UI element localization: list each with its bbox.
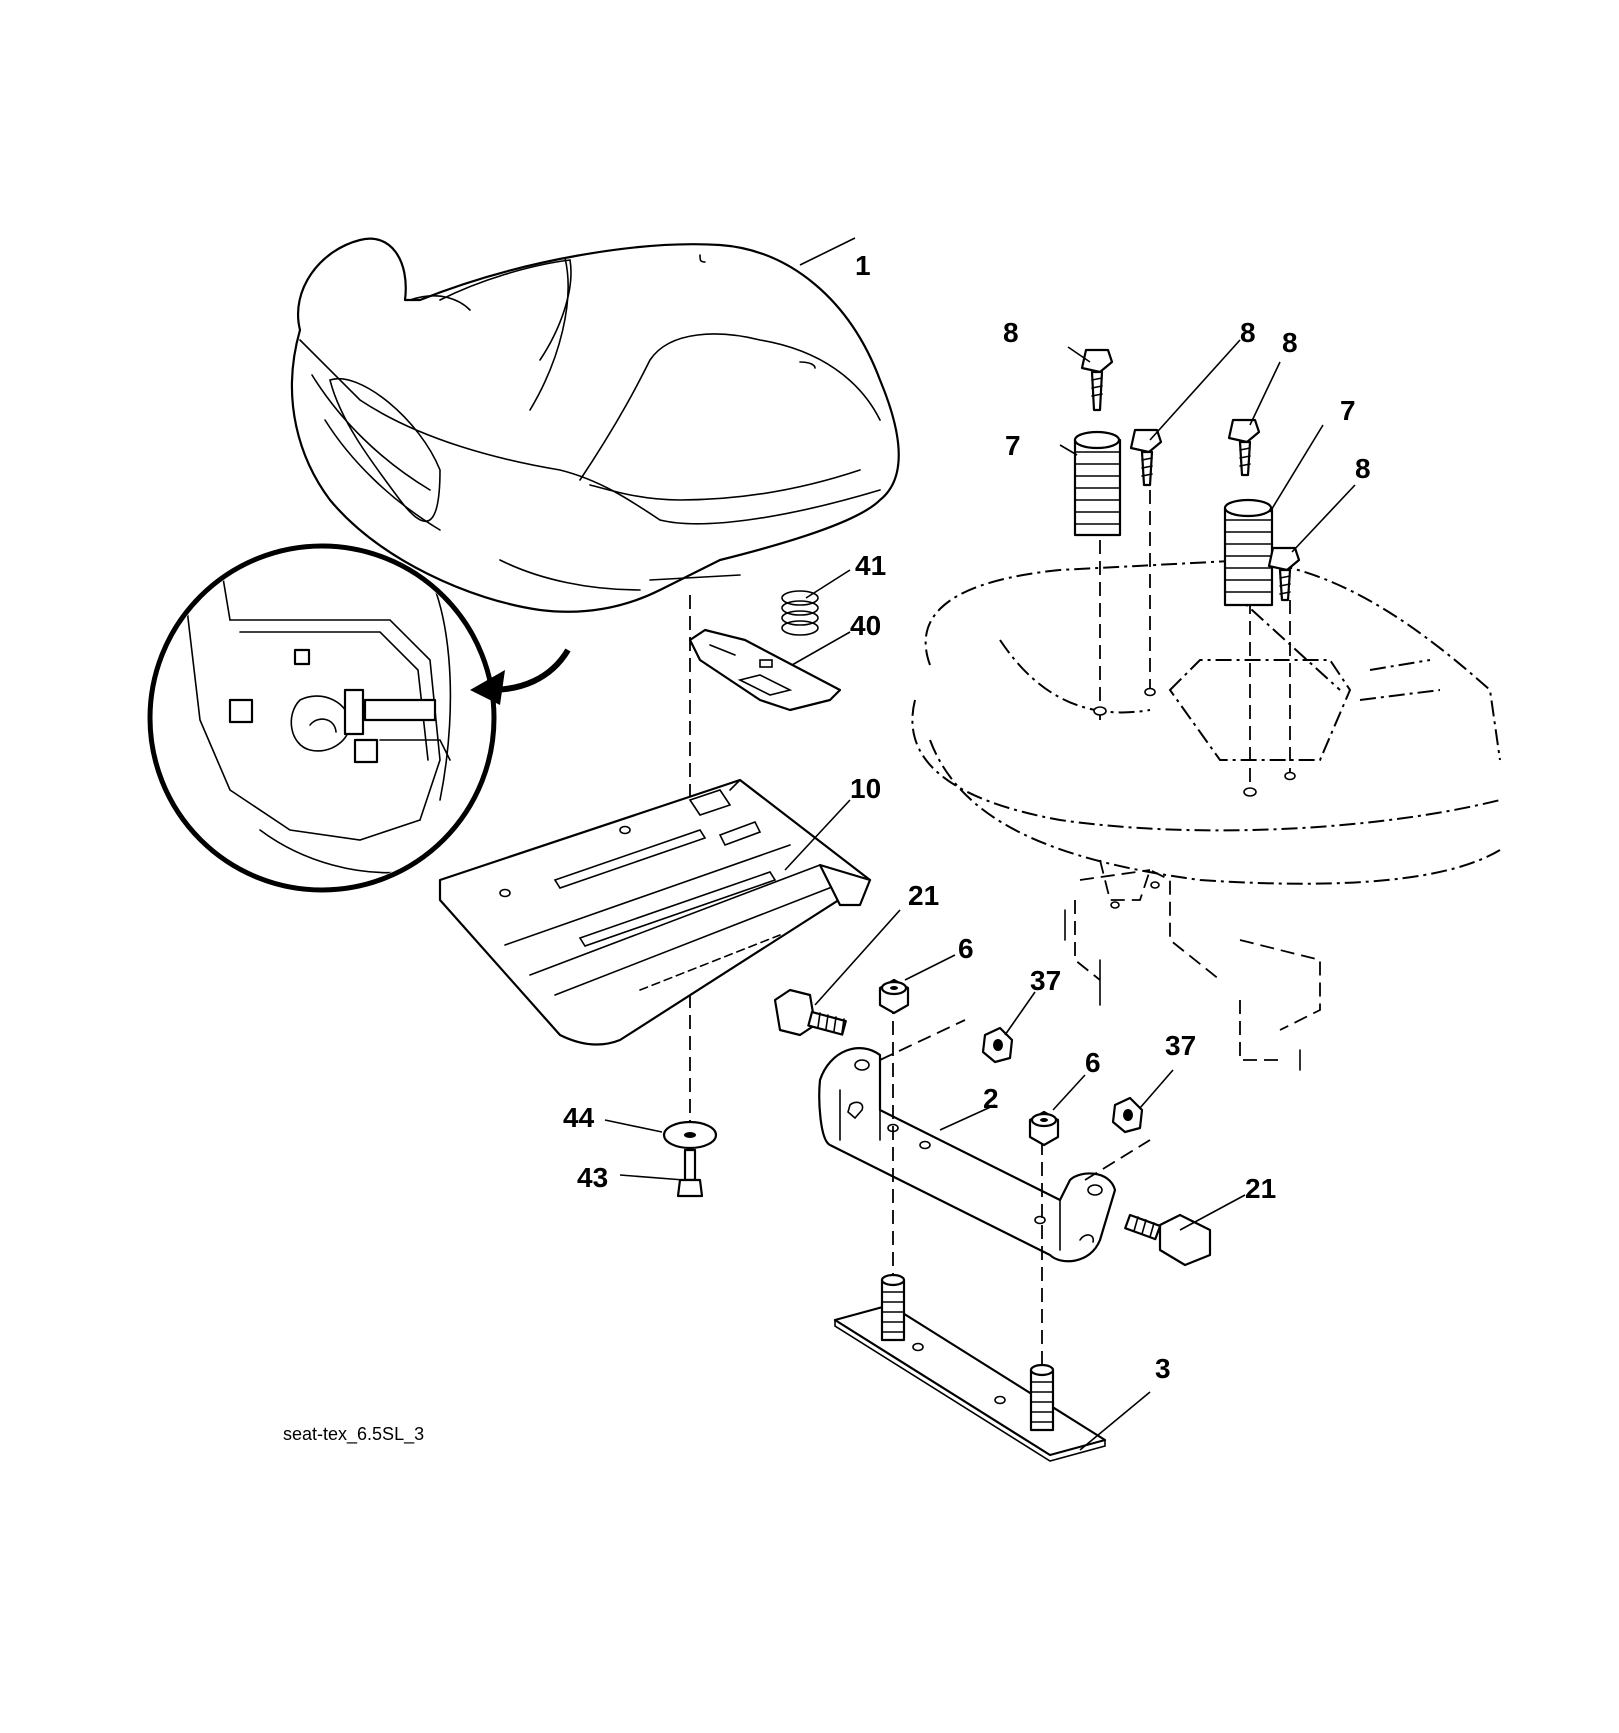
assembly-lines-bracket — [879, 1000, 1151, 1370]
callout-37-upper: 37 — [1030, 965, 1061, 996]
nut-part-6-upper — [878, 978, 910, 1015]
callout-7-left: 7 — [1005, 430, 1021, 461]
seat-pan-part-10 — [438, 778, 872, 1046]
frame-outline — [911, 558, 1501, 1071]
bolt-part-8-d — [1267, 546, 1301, 602]
callout-8-b: 8 — [1240, 317, 1256, 348]
nut-part-37-lower — [1111, 1096, 1144, 1134]
callout-21-left: 21 — [908, 880, 939, 911]
bolt-part-21-right — [1124, 1213, 1212, 1267]
spring-part-7-left — [1073, 430, 1122, 537]
seat-part-1 — [290, 237, 900, 613]
bracket-part-2 — [818, 1047, 1117, 1263]
callout-1: 1 — [855, 250, 871, 281]
callout-6-upper: 6 — [958, 933, 974, 964]
callout-2: 2 — [983, 1083, 999, 1114]
leader-lines — [604, 237, 1356, 1451]
callout-labels: 1 2 3 6 6 7 7 8 8 8 8 10 21 21 37 37 40 … — [563, 250, 1371, 1384]
washer-part-44 — [662, 1120, 718, 1150]
detail-view-circle — [147, 543, 571, 893]
callout-37-lower: 37 — [1165, 1030, 1196, 1061]
callout-6-lower: 6 — [1085, 1047, 1101, 1078]
nut-part-37-upper — [981, 1026, 1014, 1064]
bolt-part-21-left — [773, 988, 847, 1037]
callout-44: 44 — [563, 1102, 595, 1133]
callout-41: 41 — [855, 550, 886, 581]
callout-21-right: 21 — [1245, 1173, 1276, 1204]
callout-10: 10 — [850, 773, 881, 804]
bolt-part-8-b — [1129, 428, 1163, 487]
bolt-part-43 — [676, 1148, 704, 1198]
spring-part-7-right — [1223, 498, 1274, 607]
callout-43: 43 — [577, 1162, 608, 1193]
callout-40: 40 — [850, 610, 881, 641]
callout-7-right: 7 — [1340, 395, 1356, 426]
callout-8-c: 8 — [1282, 327, 1298, 358]
callout-3: 3 — [1155, 1353, 1171, 1384]
bolt-part-8-a — [1080, 348, 1114, 412]
latch-plate-part-40 — [688, 628, 842, 712]
nut-part-6-lower — [1028, 1110, 1060, 1147]
bolt-part-8-c — [1227, 418, 1261, 477]
drawing-id-caption: seat-tex_6.5SL_3 — [283, 1424, 424, 1445]
assembly-lines-frame — [1099, 490, 1291, 790]
frame-holes — [1093, 687, 1296, 909]
callout-8-d: 8 — [1355, 453, 1371, 484]
callout-8-a: 8 — [1003, 317, 1019, 348]
base-plate-part-3 — [833, 1273, 1107, 1462]
spring-part-41 — [781, 590, 819, 636]
